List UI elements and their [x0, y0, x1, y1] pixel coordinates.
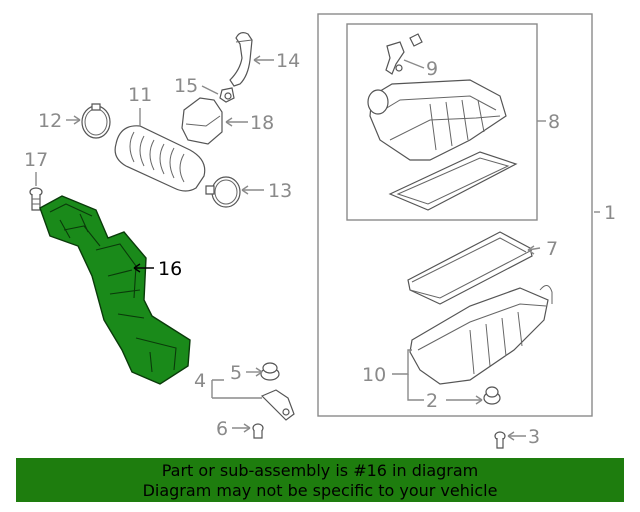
callout-12: 12	[38, 110, 62, 132]
callout-16: 16	[158, 258, 182, 280]
callout-8: 8	[548, 111, 560, 133]
part-4-bracket[interactable]	[260, 389, 295, 421]
callout-7: 7	[546, 238, 558, 260]
part-8-filter-element[interactable]	[388, 151, 518, 211]
part-2-grommet[interactable]	[483, 386, 501, 405]
callout-18: 18	[250, 112, 274, 134]
callout-10: 10	[362, 364, 386, 386]
callout-9: 9	[426, 58, 438, 80]
banner-line-2: Diagram may not be specific to your vehi…	[142, 481, 498, 500]
part-15-clip[interactable]	[219, 87, 235, 103]
part-17-bolt[interactable]	[29, 187, 43, 211]
callout-3: 3	[528, 426, 540, 448]
callout-13: 13	[268, 180, 292, 202]
assembly-box-1	[317, 13, 593, 417]
callout-6: 6	[216, 418, 228, 440]
callout-2: 2	[426, 390, 438, 412]
callout-15: 15	[174, 75, 198, 97]
part-11-intake-hose[interactable]	[114, 125, 206, 192]
part-14-hose[interactable]	[229, 32, 253, 87]
part-9-sensor[interactable]	[385, 33, 423, 75]
part-16-air-intake-duct[interactable]	[39, 195, 191, 385]
part-10-air-cleaner-case[interactable]	[409, 285, 553, 385]
part-12-clamp[interactable]	[81, 103, 111, 139]
callout-14: 14	[276, 50, 300, 72]
assembly-box-8	[346, 23, 538, 221]
parts-diagram: 1 2 3 4 5 6 7 8 9 10 11 12 13 14 15 16 1…	[24, 13, 616, 449]
info-banner: Part or sub-assembly is #16 in diagram D…	[16, 458, 624, 502]
callout-17: 17	[24, 149, 48, 171]
part-13-clamp[interactable]	[205, 176, 241, 208]
banner-line-1: Part or sub-assembly is #16 in diagram	[161, 461, 479, 480]
leader-lines	[35, 55, 600, 441]
callout-4: 4	[194, 370, 206, 392]
callout-1: 1	[604, 202, 616, 224]
part-8-air-cleaner-lid[interactable]	[367, 79, 507, 161]
part-7-air-filter[interactable]	[407, 231, 533, 305]
callout-5: 5	[230, 362, 242, 384]
part-6-bolt[interactable]	[252, 423, 264, 439]
part-3-bolt[interactable]	[494, 431, 506, 449]
callout-11: 11	[128, 84, 152, 106]
callout-numbers: 1 2 3 4 5 6 7 8 9 10 11 12 13 14 15 16 1…	[24, 50, 616, 448]
part-5-grommet[interactable]	[260, 362, 280, 381]
part-18-resonator[interactable]	[181, 97, 223, 145]
